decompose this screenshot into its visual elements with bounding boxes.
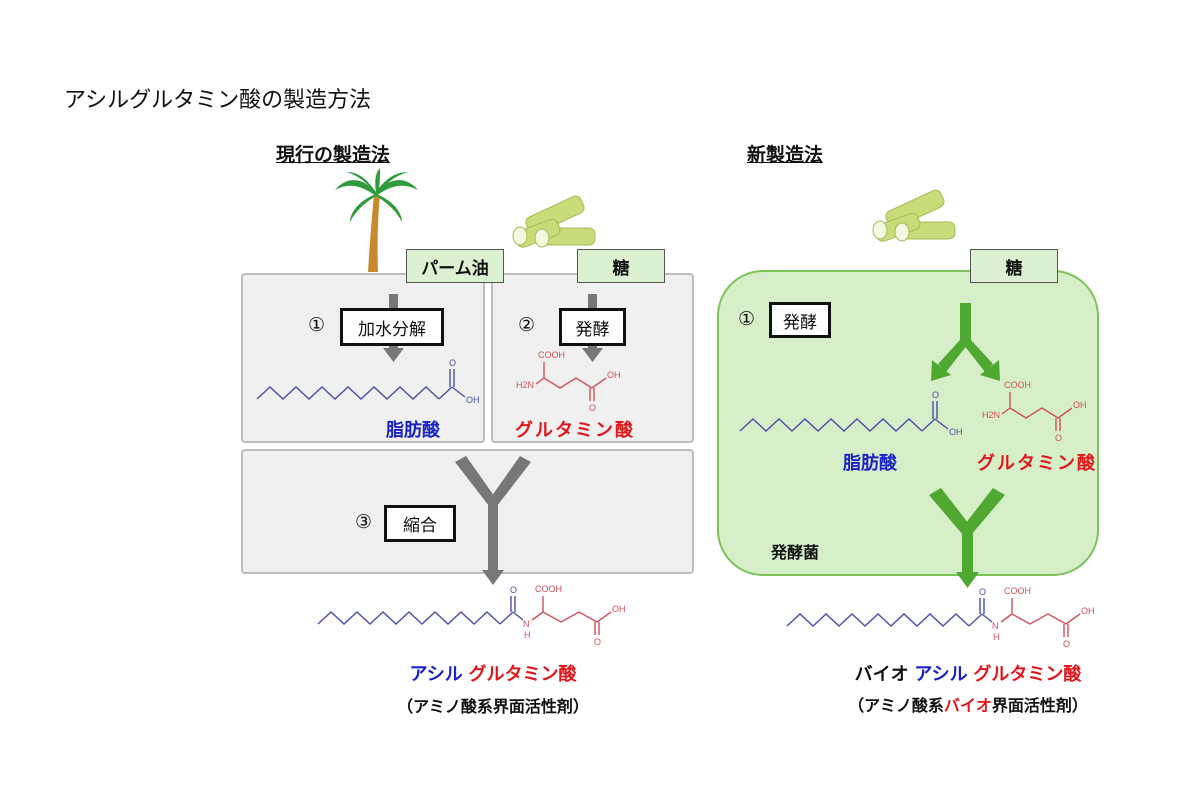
product-bio-prefix: バイオ <box>854 664 909 685</box>
bond <box>968 613 983 627</box>
product-glutamic: グルタミン酸 <box>468 664 577 685</box>
product-name: アシル グルタミン酸 <box>409 664 576 685</box>
step-number: ① <box>308 314 326 336</box>
nitrogen-label: N <box>992 621 999 631</box>
current-method-heading: 現行の製造法 <box>275 144 391 166</box>
product-acyl: アシル <box>409 664 463 685</box>
bond <box>1000 613 1013 623</box>
atom-label: O <box>589 403 596 413</box>
fatty-acid-label-new: 脂肪酸 <box>843 453 897 474</box>
alkyl-chain <box>739 418 923 432</box>
bond <box>1057 407 1073 419</box>
palm-tree-icon <box>335 168 418 272</box>
bio-product-subtitle: （アミノ酸系バイオ界面活性剤） <box>848 692 1088 716</box>
green-arrows <box>929 303 1005 588</box>
bond <box>451 386 466 398</box>
subtitle-part: 界面活性剤） <box>991 696 1088 715</box>
hydrogen-label: H <box>993 632 1000 642</box>
bond <box>531 611 544 621</box>
bond <box>1011 613 1067 625</box>
step-fermentation: 発酵 <box>559 308 626 346</box>
atom-label: OH <box>1073 400 1087 410</box>
product-acyl: アシル <box>914 664 968 685</box>
fatty-acid-label: 脂肪酸 <box>386 420 440 441</box>
sugar-label-new: 糖 <box>970 249 1058 283</box>
glutamic-acid-label: グルタミン酸 <box>515 420 635 441</box>
bond <box>438 386 453 400</box>
alkyl-chain <box>786 613 970 627</box>
atom-label: COOH <box>538 350 565 360</box>
step-fermentation-new: 発酵 <box>769 302 831 338</box>
hydrogen-label: H <box>524 630 531 640</box>
bond <box>981 613 993 623</box>
split-arrow-icon <box>931 303 1000 381</box>
merge-arrow-icon <box>455 456 531 585</box>
bond <box>1001 407 1011 415</box>
subtitle-part: （アミノ酸系 <box>848 696 944 715</box>
bond <box>591 377 607 389</box>
amine-label: H2N <box>516 380 534 390</box>
atom-label: O <box>979 587 986 597</box>
step-hydrolysis: 加水分解 <box>340 308 444 346</box>
atom-label: O <box>449 358 456 368</box>
atom-label: O <box>594 637 601 647</box>
hydrolysis-panel <box>241 273 485 443</box>
atom-label: COOH <box>1004 586 1031 596</box>
atom-label: O <box>1063 639 1070 649</box>
palm-oil-label: パーム油 <box>406 249 504 283</box>
bond <box>542 611 598 623</box>
glutamic-acid-label-new: グルタミン酸 <box>977 453 1097 474</box>
bond <box>512 611 524 621</box>
atom-label: OH <box>1081 606 1095 616</box>
step-number: ③ <box>355 511 373 533</box>
step-number: ② <box>518 314 536 336</box>
subtitle-bio: バイオ <box>943 696 992 715</box>
fermenting-bacteria-label: 発酵菌 <box>771 543 820 562</box>
alkyl-chain <box>317 611 501 625</box>
atom-label: O <box>932 390 939 400</box>
bond <box>596 611 612 623</box>
atom-label: O <box>1055 433 1062 443</box>
bio-product-name: バイオ アシル グルタミン酸 <box>855 664 1082 685</box>
bond <box>543 377 593 389</box>
nitrogen-label: N <box>523 619 530 629</box>
merge-arrow-icon <box>929 488 1005 588</box>
atom-label: COOH <box>1004 380 1031 390</box>
bond <box>535 377 545 385</box>
atom-label: OH <box>612 604 626 614</box>
sugarcane-icon <box>512 195 596 248</box>
atom-label: O <box>510 585 517 595</box>
sugarcane-icon <box>872 189 956 242</box>
bond <box>934 418 949 430</box>
atom-label: OH <box>949 427 963 437</box>
alkyl-chain <box>256 386 440 400</box>
bond <box>1065 613 1081 625</box>
atom-label: OH <box>607 370 621 380</box>
new-method-heading: 新製造法 <box>746 144 824 166</box>
step-condensation: 縮合 <box>384 505 456 542</box>
atom-label: COOH <box>535 584 562 594</box>
sugar-label: 糖 <box>577 249 665 283</box>
bond <box>1009 407 1059 419</box>
product-glutamic: グルタミン酸 <box>973 664 1082 685</box>
diagram-title: アシルグルタミン酸の製造方法 <box>64 88 372 113</box>
bond <box>921 418 936 432</box>
product-subtitle: （アミノ酸系界面活性剤） <box>397 697 589 716</box>
bond <box>499 611 514 625</box>
step-number: ① <box>738 308 756 330</box>
amine-label: H2N <box>982 410 1000 420</box>
atom-label: OH <box>466 395 480 405</box>
